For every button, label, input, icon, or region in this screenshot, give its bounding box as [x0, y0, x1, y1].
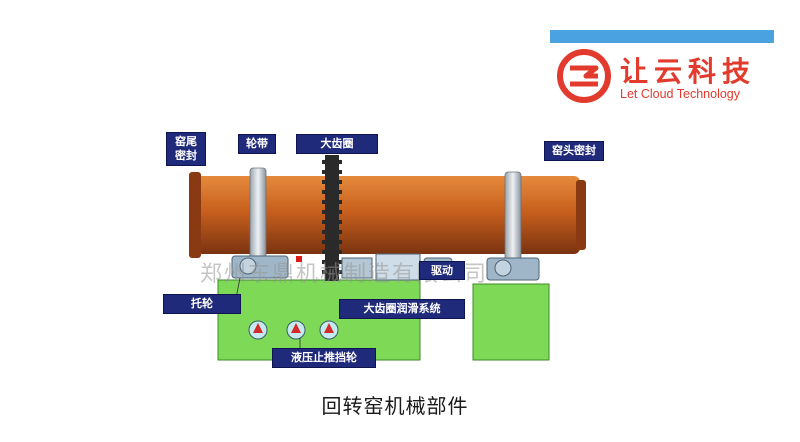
drive-pinion	[341, 257, 373, 279]
kiln-tail-end	[189, 172, 201, 258]
roller-right-wheel	[494, 259, 512, 277]
tyre-right	[504, 171, 522, 261]
kiln-shell	[196, 176, 580, 254]
kiln-head-end	[576, 180, 586, 250]
brand-name-cn: 让云科技	[620, 55, 757, 88]
label-support-roller: 托轮	[163, 294, 241, 314]
foundation-right	[472, 283, 550, 361]
label-hydraulic-thrust-roller: 液压止推挡轮	[272, 348, 376, 368]
label-kiln-head-seal: 窑头密封	[544, 141, 604, 161]
red-marker	[296, 256, 302, 262]
label-gear-lubrication: 大齿圈润滑系统	[339, 299, 465, 319]
girth-gear-teeth	[322, 160, 342, 274]
brand-name-en: Let Cloud Technology	[620, 87, 740, 101]
label-kiln-tail-seal: 窑尾密封	[166, 132, 206, 166]
thrust-arrow-3	[324, 323, 334, 333]
caption-text: 回转窑机械部件	[321, 394, 469, 418]
label-drive: 驱动	[419, 261, 465, 280]
label-girth-gear: 大齿圈	[296, 134, 378, 154]
thrust-arrow-2	[291, 323, 301, 333]
diagram-caption: 回转窑机械部件	[0, 390, 800, 419]
company-logo: 让云科技 Let Cloud Technology	[556, 48, 776, 106]
brand-bar	[550, 30, 774, 43]
thrust-arrow-1	[253, 323, 263, 333]
tyre-left	[249, 167, 267, 263]
roller-left-wheel	[239, 257, 257, 275]
drive-reducer	[375, 253, 421, 281]
girth-gear	[325, 155, 339, 281]
label-tyre: 轮带	[238, 134, 276, 154]
let-cloud-logo-icon	[557, 49, 611, 103]
